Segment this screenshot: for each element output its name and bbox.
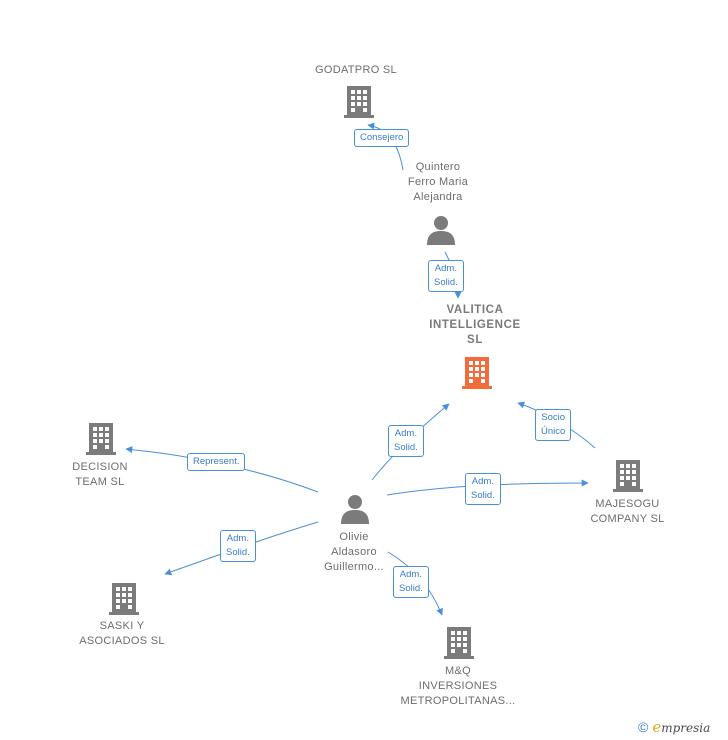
building-icon[interactable] (86, 423, 116, 455)
building-icon[interactable] (444, 627, 474, 659)
node-valitica-label[interactable]: VALITICA INTELLIGENCE SL (429, 304, 521, 346)
node-decision-label[interactable]: DECISION TEAM SL (72, 461, 128, 488)
edge-label-adm-solid: Adm. Solid. (465, 473, 501, 505)
edge-label-socio-unico: Socio Único (535, 409, 572, 441)
edge-label-consejero: Consejero (354, 129, 410, 147)
edge-label-represent: Represent. (187, 453, 246, 471)
building-icon[interactable] (462, 357, 492, 389)
building-icon[interactable] (109, 583, 139, 615)
node-majesogu-label[interactable]: MAJESOGU COMPANY SL (590, 498, 665, 525)
copyright-icon: © (638, 719, 649, 735)
node-olivie-label[interactable]: Olivie Aldasoro Guillermo... (324, 531, 384, 573)
edge-label-adm-solid: Adm. Solid. (393, 566, 429, 598)
edge-label-adm-solid: Adm. Solid. (388, 425, 424, 457)
edge-label-adm-solid: Adm. Solid. (220, 530, 256, 562)
node-godatpro-label[interactable]: GODATPRO SL (315, 64, 397, 76)
person-icon[interactable] (341, 495, 369, 524)
footer-brand: © empresia (638, 716, 728, 738)
brand-logo[interactable]: empresia (652, 718, 711, 736)
node-mq-label[interactable]: M&Q INVERSIONES METROPOLITANAS... (400, 665, 516, 707)
building-icon[interactable] (344, 86, 374, 118)
node-quintero-label[interactable]: Quintero Ferro Maria Alejandra (407, 161, 469, 203)
node-saski-label[interactable]: SASKI Y ASOCIADOS SL (79, 620, 165, 647)
building-icon[interactable] (613, 460, 643, 492)
edge-label-adm-solid: Adm. Solid. (428, 260, 464, 292)
person-icon[interactable] (427, 216, 455, 245)
